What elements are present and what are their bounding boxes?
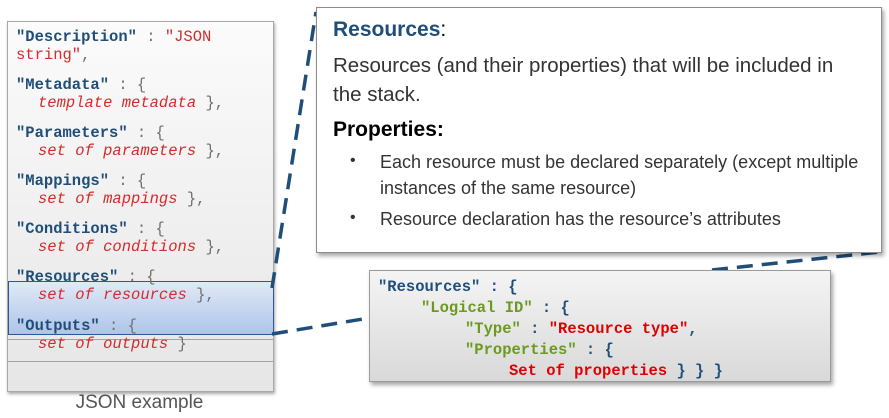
panel-divider bbox=[8, 361, 273, 362]
json-line: set of conditions }, bbox=[38, 238, 225, 256]
json-line: set of mappings }, bbox=[38, 190, 206, 208]
bullet-item: Each resource must be declared separatel… bbox=[380, 152, 859, 198]
code-line: "Type" : "Resource type", bbox=[465, 320, 698, 338]
connector-bottom bbox=[271, 316, 370, 336]
json-line: "Parameters" : { bbox=[16, 124, 165, 142]
resources-callout: Resources: Resources (and their properti… bbox=[316, 7, 882, 253]
json-line: "Outputs" : { bbox=[16, 317, 137, 335]
json-line: "Resources" : { bbox=[16, 268, 156, 286]
panel-divider bbox=[8, 339, 273, 340]
json-line: set of parameters }, bbox=[38, 142, 225, 160]
code-line: "Logical ID" : { bbox=[421, 299, 570, 317]
resources-highlight bbox=[8, 281, 274, 335]
resources-heading: Resources: bbox=[333, 18, 447, 41]
json-line: "Conditions" : { bbox=[16, 220, 165, 238]
bullet-item: Resource declaration has the resource’s … bbox=[380, 209, 781, 229]
json-line: "Description" : "JSON bbox=[16, 28, 212, 46]
properties-heading: Properties: bbox=[333, 118, 444, 141]
connector-right bbox=[711, 250, 881, 272]
json-line: string", bbox=[16, 46, 91, 64]
bullet-icon: • bbox=[350, 209, 356, 226]
code-line: Set of properties } } } bbox=[509, 362, 723, 380]
connector-top bbox=[270, 11, 318, 289]
json-line: template metadata }, bbox=[38, 94, 225, 112]
json-line: "Metadata" : { bbox=[16, 76, 147, 94]
json-line: "Mappings" : { bbox=[16, 172, 147, 190]
code-line: "Properties" : { bbox=[465, 341, 614, 359]
resources-description: Resources (and their properties) that wi… bbox=[333, 54, 834, 106]
bullet-icon: • bbox=[350, 152, 356, 169]
json-example-caption: JSON example bbox=[75, 392, 204, 413]
code-line: "Resources" : { bbox=[378, 278, 518, 296]
json-line: set of resources }, bbox=[38, 286, 215, 304]
resources-code-example: "Resources" : { "Logical ID" : { "Type" … bbox=[369, 270, 831, 382]
json-line: set of outputs } bbox=[38, 335, 187, 353]
